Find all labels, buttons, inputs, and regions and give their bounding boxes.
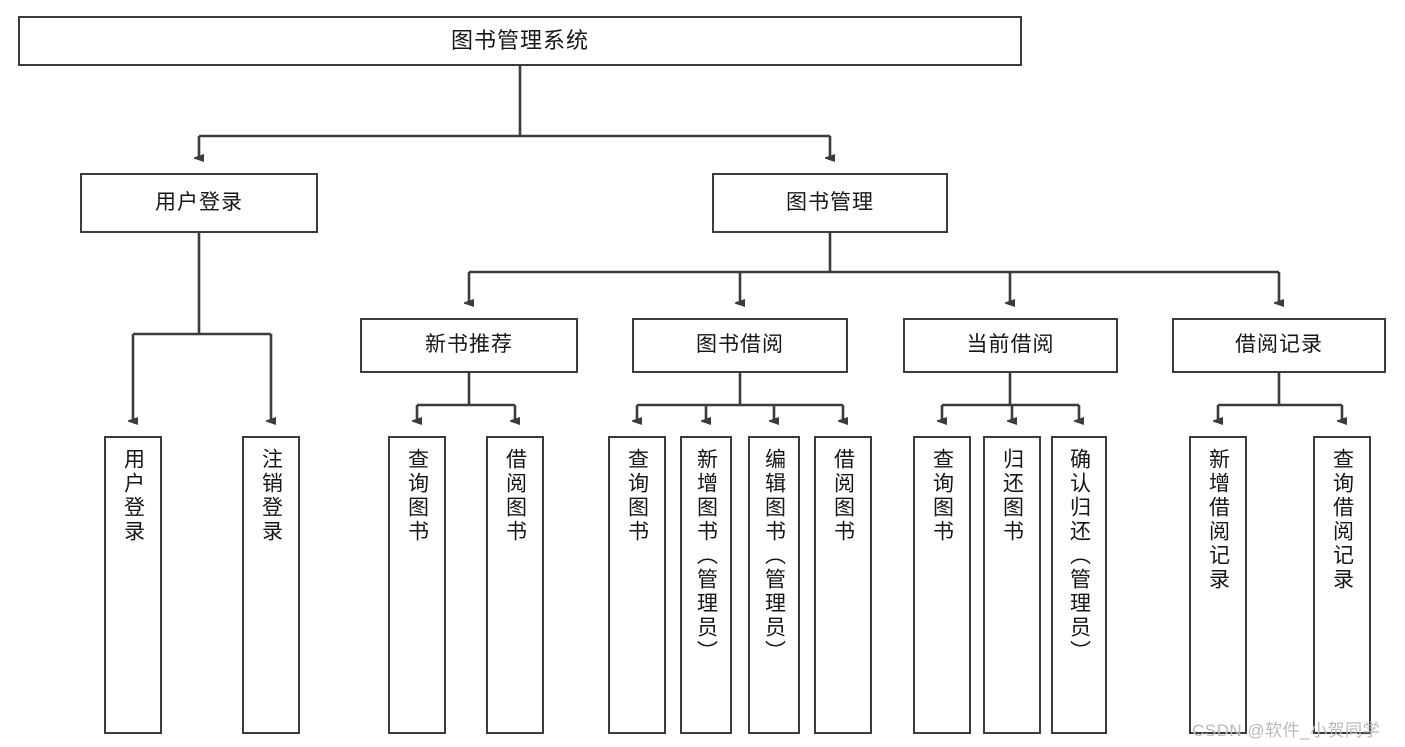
node-leaf-add-borrow-record[interactable]: 新增借阅记录 — [1189, 436, 1247, 734]
node-user-login[interactable]: 用户登录 — [80, 173, 318, 233]
node-book-borrow-label: 图书借阅 — [696, 333, 784, 357]
node-leaf-query-borrow-record[interactable]: 查询借阅记录 — [1313, 436, 1371, 734]
node-current-borrow[interactable]: 当前借阅 — [903, 318, 1118, 373]
node-leaf-return-book[interactable]: 归还图书 — [983, 436, 1041, 734]
node-leaf-borrow-book[interactable]: 借阅图书 — [814, 436, 872, 734]
node-leaf-query-book-current[interactable]: 查询图书 — [913, 436, 971, 734]
node-leaf-label: 借阅图书 — [831, 448, 855, 544]
node-leaf-label: 新增图书（管理员） — [694, 448, 718, 664]
node-borrow-records-label: 借阅记录 — [1235, 333, 1323, 357]
node-new-book-recommend[interactable]: 新书推荐 — [360, 318, 578, 373]
node-leaf-query-book-new[interactable]: 查询图书 — [388, 436, 446, 734]
node-current-borrow-label: 当前借阅 — [966, 333, 1055, 357]
node-leaf-user-login[interactable]: 用户登录 — [104, 436, 162, 734]
node-leaf-confirm-return-admin[interactable]: 确认归还（管理员） — [1051, 436, 1107, 734]
node-book-management[interactable]: 图书管理 — [712, 173, 948, 233]
node-leaf-label: 编辑图书（管理员） — [762, 448, 786, 664]
node-new-book-recommend-label: 新书推荐 — [425, 333, 513, 357]
node-leaf-label: 查询图书 — [930, 448, 954, 544]
node-leaf-label: 注销登录 — [259, 448, 283, 544]
node-root[interactable]: 图书管理系统 — [18, 16, 1022, 66]
node-leaf-label: 借阅图书 — [503, 448, 527, 544]
node-leaf-add-book-admin[interactable]: 新增图书（管理员） — [680, 436, 732, 734]
node-leaf-edit-book-admin[interactable]: 编辑图书（管理员） — [748, 436, 800, 734]
node-borrow-records[interactable]: 借阅记录 — [1172, 318, 1386, 373]
node-leaf-label: 归还图书 — [1000, 448, 1024, 544]
node-book-borrow[interactable]: 图书借阅 — [632, 318, 848, 373]
node-leaf-label: 查询借阅记录 — [1330, 448, 1354, 592]
node-leaf-label: 查询图书 — [625, 448, 649, 544]
watermark: CSDN @软件_小贺同学 — [1192, 721, 1381, 740]
node-book-management-label: 图书管理 — [786, 190, 874, 214]
node-leaf-logout[interactable]: 注销登录 — [242, 436, 300, 734]
node-leaf-query-book-borrow[interactable]: 查询图书 — [608, 436, 666, 734]
node-leaf-label: 新增借阅记录 — [1206, 448, 1230, 592]
node-leaf-label: 查询图书 — [405, 448, 429, 544]
node-user-login-label: 用户登录 — [155, 190, 243, 214]
node-leaf-label: 用户登录 — [121, 448, 145, 544]
node-leaf-label: 确认归还（管理员） — [1067, 448, 1091, 664]
node-leaf-borrow-book-new[interactable]: 借阅图书 — [486, 436, 544, 734]
node-root-label: 图书管理系统 — [450, 28, 589, 54]
